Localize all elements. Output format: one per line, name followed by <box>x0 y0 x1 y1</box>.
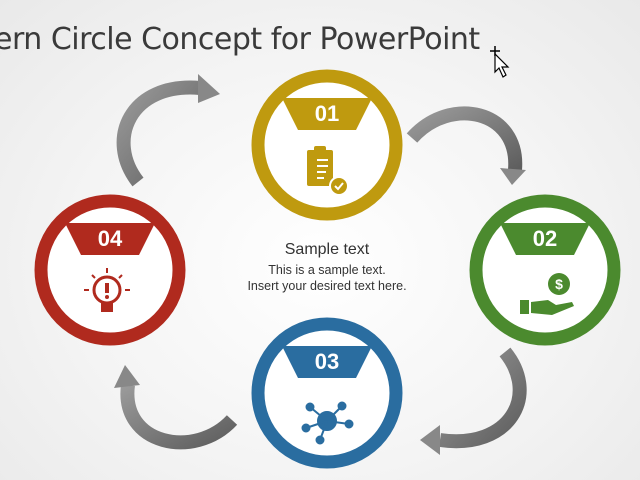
step-number: 04 <box>98 226 123 251</box>
arrow-04-to-01 <box>116 74 220 187</box>
clipboard-check-icon <box>307 146 349 196</box>
svg-text:$: $ <box>555 276 563 292</box>
step-number: 03 <box>315 349 339 374</box>
step-03: 03 <box>251 317 403 469</box>
step-number: 02 <box>533 226 557 251</box>
hand-dollar-icon: $ <box>520 273 574 315</box>
center-line-1: This is a sample text. <box>268 263 386 277</box>
center-line-2: Insert your desired text here. <box>247 279 407 293</box>
center-heading: Sample text <box>284 241 370 258</box>
step-04: 04 <box>34 194 186 346</box>
network-hub-icon <box>301 401 354 445</box>
center-text-block: Sample text This is a sample text. Inser… <box>207 241 447 294</box>
arrow-02-to-03 <box>420 347 527 455</box>
step-02: 02 $ <box>469 194 621 346</box>
arrow-03-to-04 <box>114 365 238 450</box>
lightbulb-alert-icon <box>84 268 130 312</box>
arrow-01-to-02 <box>406 106 526 185</box>
step-01: 01 <box>251 69 403 221</box>
slide-title: ern Circle Concept for PowerPoint <box>0 22 480 57</box>
step-number: 01 <box>315 101 339 126</box>
